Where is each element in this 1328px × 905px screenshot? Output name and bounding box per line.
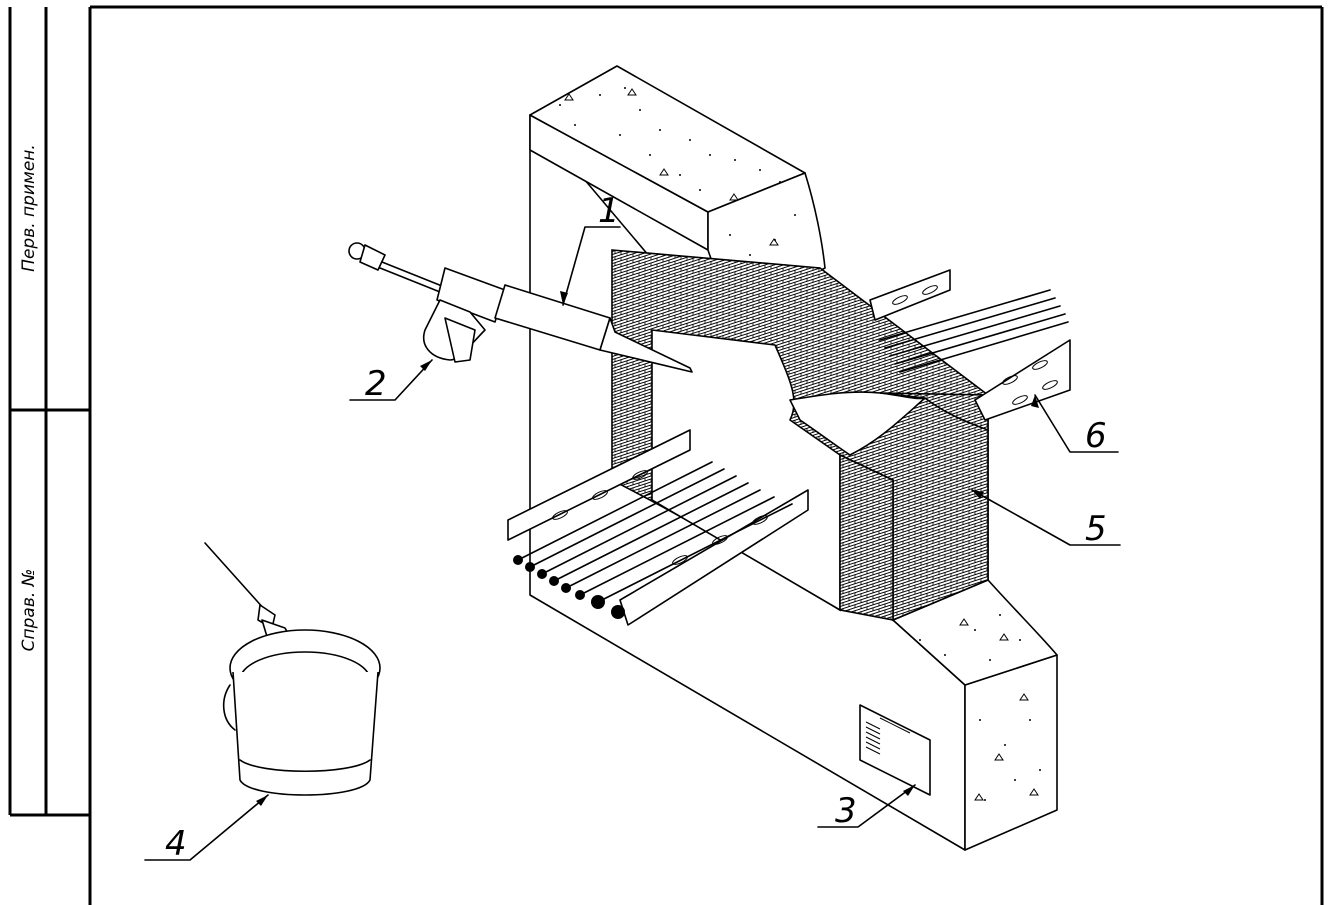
callout-2: 2 xyxy=(365,364,387,404)
cable-tray-back xyxy=(869,269,1071,421)
identification-plate xyxy=(859,704,931,796)
drawing-frame xyxy=(8,5,1324,905)
callout-6: 6 xyxy=(1085,416,1107,456)
paint-bucket xyxy=(204,542,381,796)
callout-1: 1 xyxy=(598,191,620,231)
cable-tray-front xyxy=(507,429,809,626)
callout-4: 4 xyxy=(165,824,187,864)
callout-leaders xyxy=(144,226,1121,861)
caulking-gun xyxy=(348,242,693,373)
stamp-perv-primen: Перв. примен. xyxy=(19,144,39,272)
fire-seal-mortar xyxy=(611,249,989,622)
callout-5: 5 xyxy=(1085,509,1107,549)
stamp-sprav-no: Справ. № xyxy=(19,569,39,652)
callout-3: 3 xyxy=(835,791,857,831)
